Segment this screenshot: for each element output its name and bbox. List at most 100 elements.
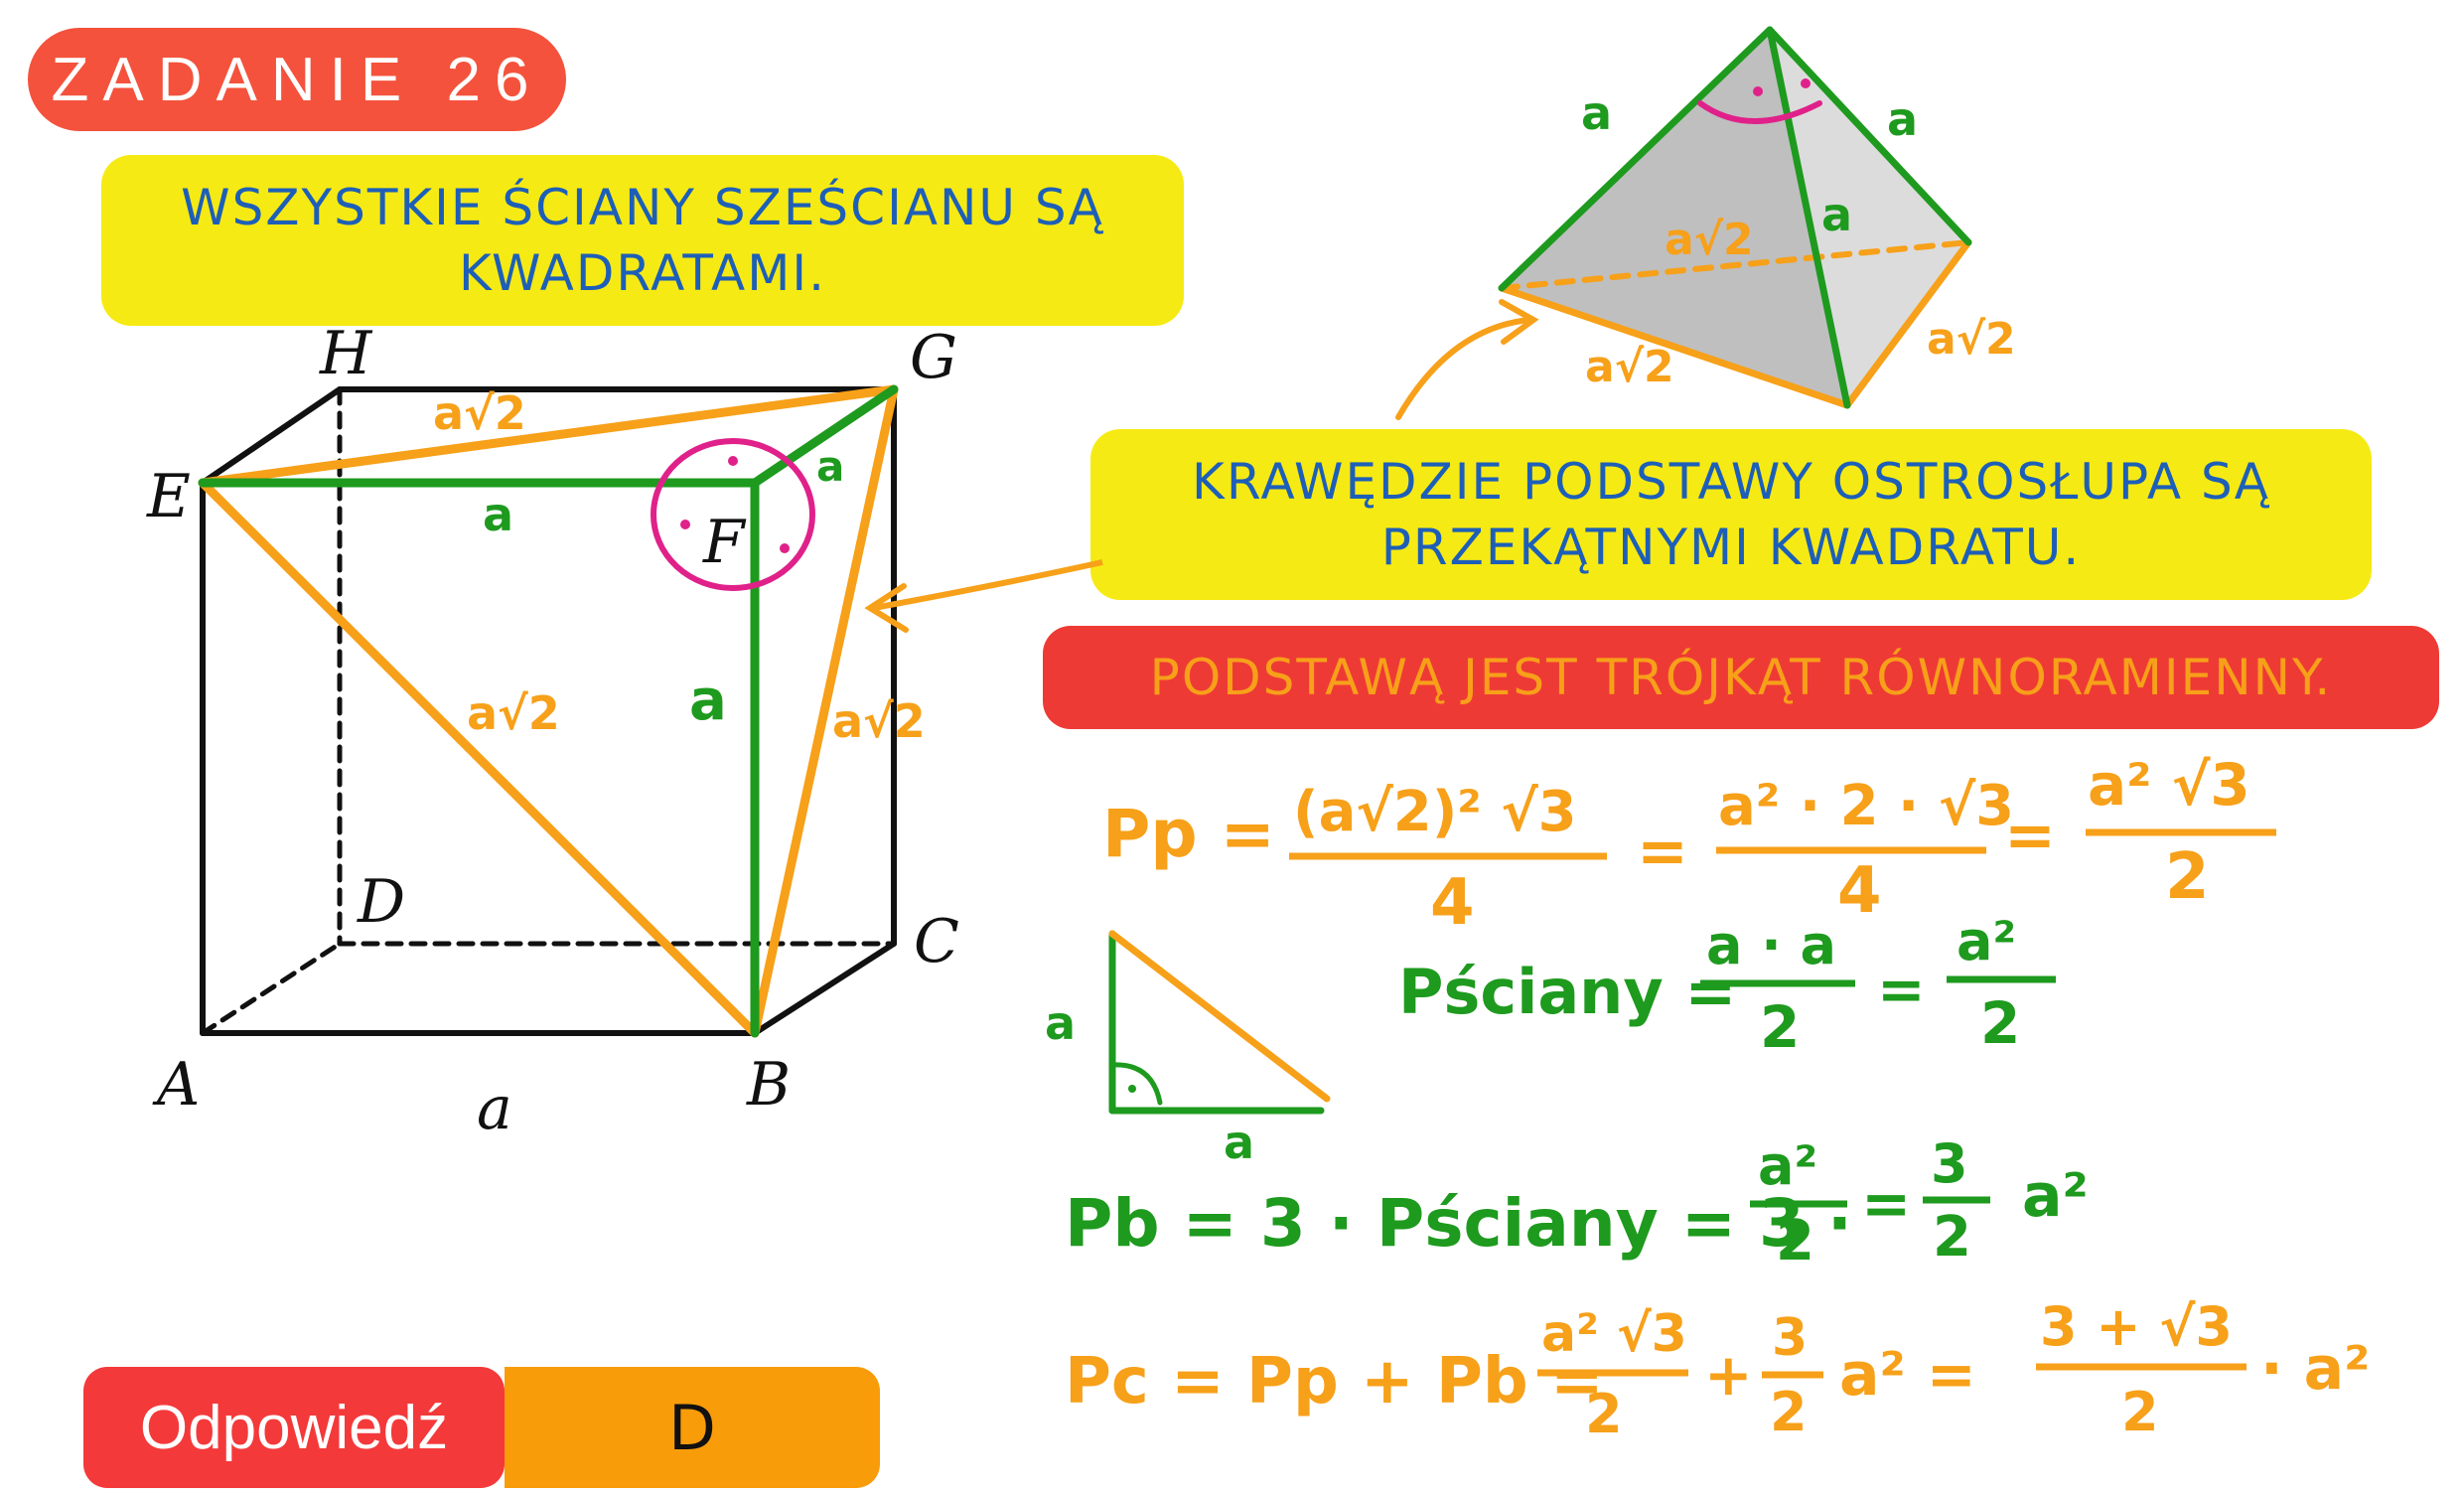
right-angle-dot [780,543,790,553]
note-base-edges-line-2: PRZEKĄTNYMI KWADRATU. [1380,519,2082,576]
pyramid-mark-front: a√2 [1585,342,1674,392]
triangle-right-angle-arc [1109,1062,1163,1106]
cube-edge-ad [200,941,343,1036]
edge-label-a: a [477,1074,512,1143]
pp-f3-den: 2 [2165,840,2210,914]
pc-plus: + [1704,1341,1753,1409]
vertex-a: A [152,1050,200,1120]
diagonal-eg [198,384,899,488]
diagonal-eb [198,478,760,1038]
vertex-h: H [319,319,373,388]
pp-eq-1: = [1637,815,1688,887]
mark-fg: a [816,442,844,491]
answer-value: D [505,1367,880,1488]
triangle-right-angle-dot [1128,1085,1136,1093]
apex-right-angle-dot [1801,78,1811,88]
pyramid-face-side [1770,30,1968,405]
pw-f1-den: 2 [1760,993,1800,1061]
arrow-to-cube-head [864,583,909,633]
pc-f3-num: 3 + √3 [2040,1295,2233,1358]
pc-tail: · a² [2260,1334,2370,1404]
pc-f1-num: a² √3 [1541,1304,1687,1364]
mark-fb: a [689,669,727,733]
pb-f1-num: a² [1758,1134,1817,1197]
pyramid-mark-side: a√2 [1927,314,2016,365]
cube-edge-bc [752,941,897,1036]
mark-eg: a√2 [433,386,526,440]
note-base-edges: KRAWĘDZIE PODSTAWY OSTROSŁUPA SĄ PRZEKĄT… [1090,429,2372,600]
right-angle-dot [680,520,690,529]
task-title-badge: ZADANIE 26 [28,28,566,131]
pw-f2-den: 2 [1980,989,2020,1057]
arrow-to-pyramid [1395,317,1532,420]
note-base-edges-line-1: KRAWĘDZIE PODSTAWY OSTROSŁUPA SĄ [1192,453,2270,511]
pyramid-base-front [1498,284,1851,409]
pb-eq: = [1861,1169,1911,1239]
pb-f2-den: 2 [1933,1205,1971,1270]
vertex-e: E [146,462,191,531]
note-base-triangle-text: PODSTAWĄ JEST TRÓJKĄT RÓWNORAMIENNY. [1149,649,2333,706]
right-angle-dot [728,456,738,466]
cube-diagram: H G E F D C A B a a√2 a√2 a√2 a a a [146,319,959,1143]
pw-f1-num: a · a [1706,914,1836,976]
vertex-b: B [746,1050,791,1120]
pp-lhs: Pp = [1102,796,1275,872]
vertex-d: D [357,867,405,937]
cube-edge-eh [200,386,343,486]
pp-f1-den: 4 [1430,866,1475,940]
formula-pp: Pp = (a√2)² √3 4 = a² · 2 · √3 4 = a² √3… [1102,751,2276,940]
pc-lhs: Pc = Pp + Pb = [1065,1345,1604,1419]
vertex-c: C [914,907,959,976]
pp-f3-num: a² √3 [2088,751,2250,819]
formula-pw: Pściany = a · a 2 = a² 2 [1398,910,2056,1061]
pyramid-mark-left: a [1581,86,1612,140]
formula-pc: Pc = Pp + Pb = a² √3 2 + 3 2 a² = 3 + √3… [1065,1295,2370,1445]
pyramid-mark-hidden: a√2 [1665,215,1754,265]
pp-f2-den: 4 [1837,854,1882,928]
pb-f2-num: 3 [1931,1132,1968,1195]
pyramid-mark-mid: a [1821,188,1852,241]
diagonal-gb [750,384,899,1038]
pw-lhs: Pściany = [1398,956,1736,1028]
arrow-to-cube [873,559,1103,611]
pyramid-hidden-edge [1499,239,1971,291]
pc-f3-den: 2 [2121,1381,2159,1443]
mark-ef: a [483,488,513,541]
pw-eq: = [1877,956,1926,1023]
vertex-f: F [702,508,747,577]
triangle-hypotenuse [1108,930,1331,1103]
pp-eq-2: = [2004,799,2056,871]
edge-fg [750,384,899,488]
note-cube-faces-line-2: KWADRATAMI. [458,244,827,302]
task-title: ZADANIE 26 [51,45,543,114]
pyramid-edge-mid [1766,26,1851,409]
pb-lhs: Pb = 3 · Pściany = 3 · [1065,1185,1852,1262]
pp-f2-num: a² · 2 · √3 [1718,774,2014,838]
pyramid-edge-left [1498,26,1774,292]
pyramid-edge-right [1766,26,1972,246]
pyramid-diagram: a a a a√2 a√2 a√2 [1395,26,2016,420]
pc-mid: a² = [1839,1340,1976,1410]
note-base-triangle: PODSTAWĄ JEST TRÓJKĄT RÓWNORAMIENNY. [1043,626,2439,729]
apex-right-angle-dot [1753,86,1763,96]
small-triangle: a a [1045,930,1331,1169]
arrow-to-pyramid-head [1499,299,1539,345]
answer-label: Odpowiedź [83,1367,505,1488]
pc-f2-num: 3 [1772,1308,1808,1368]
pyramid-base-side [1843,238,1972,409]
formula-pb: Pb = 3 · Pściany = 3 · a² 2 = 3 2 a² [1065,1132,2089,1273]
pb-f1-den: 2 [1776,1209,1814,1273]
answer-box: Odpowiedź D [83,1367,880,1488]
note-cube-faces: WSZYSTKIE ŚCIANY SZEŚCIANU SĄ KWADRATAMI… [101,155,1184,326]
vertex-g: G [910,323,957,392]
mark-eb: a√2 [467,686,560,740]
apex-right-angle-arc [1697,100,1822,124]
mark-gb: a√2 [832,694,926,748]
pb-tail: a² [2022,1161,2089,1231]
triangle-mark-vertical: a [1045,996,1076,1050]
pc-f1-den: 2 [1585,1383,1623,1445]
pyramid-mark-right: a [1887,92,1918,146]
note-cube-faces-line-1: WSZYSTKIE ŚCIANY SZEŚCIANU SĄ [181,179,1104,236]
right-angle-circle [651,438,815,591]
